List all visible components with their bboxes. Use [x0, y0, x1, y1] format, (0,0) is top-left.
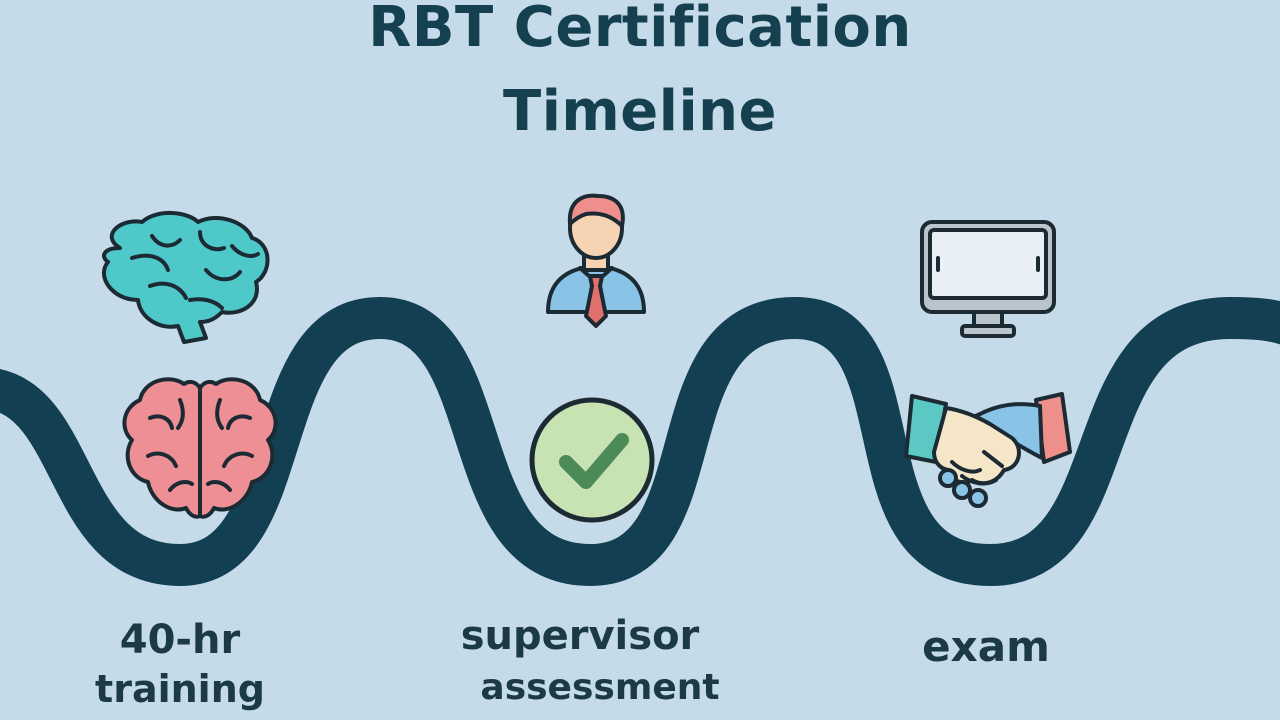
checkmark-circle-icon — [529, 397, 655, 523]
step-1-label-line-2: training — [95, 667, 265, 711]
brain-side-icon — [101, 210, 270, 344]
brain-top-icon — [122, 377, 278, 519]
step-2-label-line-1: supervisor — [460, 613, 700, 659]
step-3-label: exam — [922, 622, 1050, 671]
step-1-label-line-1: 40-hr — [119, 617, 241, 663]
title-line-1: RBT Certification — [368, 0, 912, 60]
handshake-icon — [904, 392, 1072, 508]
computer-monitor-icon — [920, 220, 1056, 338]
step-2-label-line-2: assessment — [480, 667, 720, 708]
timeline-path — [0, 297, 1280, 586]
title-line-2: Timeline — [503, 79, 777, 144]
supervisor-person-icon — [546, 193, 646, 328]
